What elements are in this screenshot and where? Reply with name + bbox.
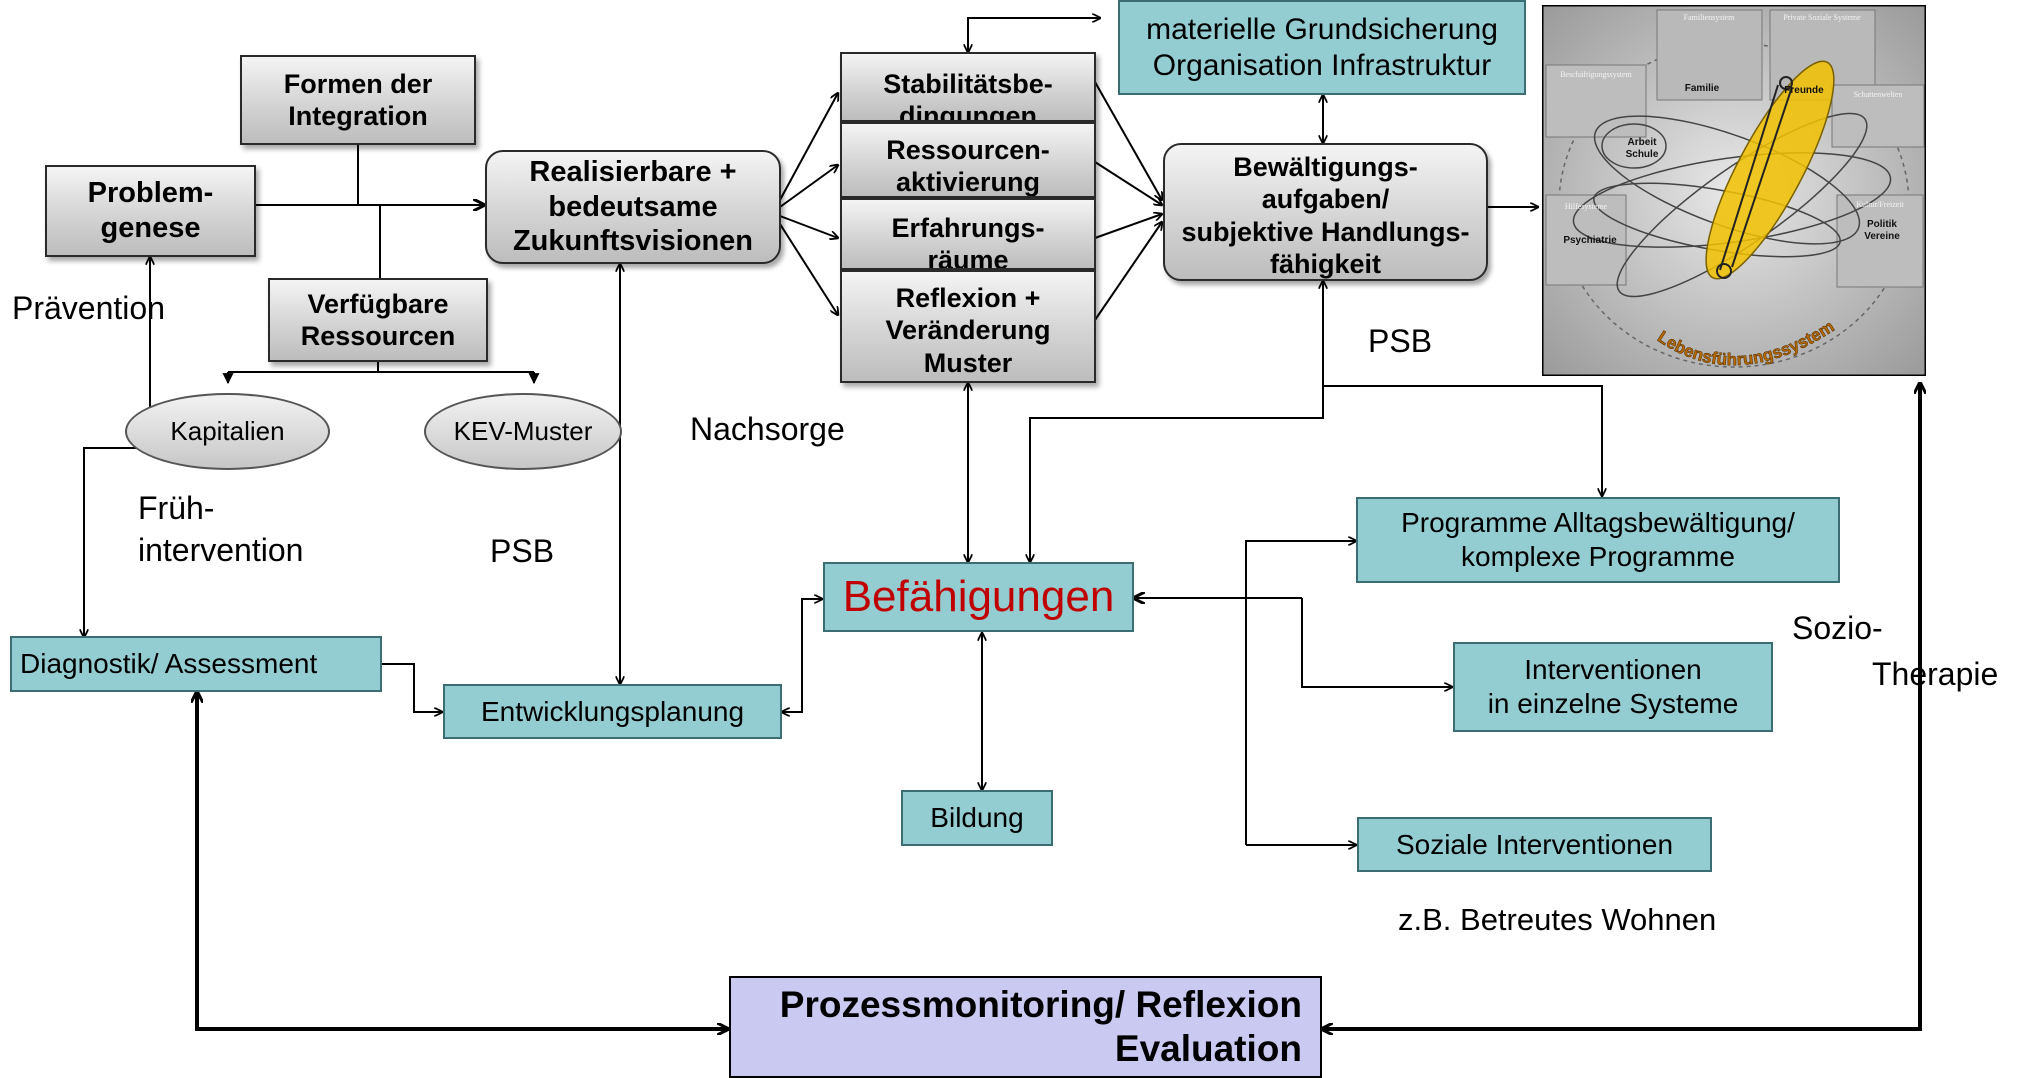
- connector-fan-4: [779, 223, 838, 315]
- reflexion-veraenderung-box: Reflexion + Veränderung Muster: [840, 270, 1096, 383]
- connector-stabilitaet-materiell: [968, 18, 1100, 52]
- entwicklungsplanung-box: Entwicklungsplanung: [443, 684, 782, 739]
- connector-to-programme: [1245, 541, 1356, 845]
- vereine-label: Vereine: [1864, 231, 1900, 242]
- familiensystem-label: Familiensystem: [1684, 13, 1735, 22]
- connector-entwicklung-befaehigungen: [782, 599, 822, 712]
- verfuegbare-ressourcen-box: Verfügbare Ressourcen: [268, 278, 488, 362]
- familiensystem-panel: [1656, 9, 1763, 101]
- erfahrungsraeume-box: Erfahrungs- räume: [840, 198, 1096, 270]
- kapitalien-oval: Kapitalien: [125, 393, 330, 470]
- connector-diagnostik-prozess: [197, 692, 728, 1029]
- kultur-freizeit-label: Kultur/Freizeit: [1856, 200, 1904, 209]
- connector-bewaeltigung-programme: [1323, 385, 1602, 496]
- connector-fan-3: [779, 215, 838, 238]
- freunde-label: Freunde: [1784, 85, 1824, 96]
- beschaeftigungssystem-label: Beschäftigungssystem: [1560, 70, 1632, 79]
- praevention-label: Prävention: [12, 290, 165, 326]
- lebensfuehrungssystem-image: Familiensystem Private Soziale Systeme B…: [1542, 5, 1926, 376]
- hilfesysteme-label: Hilfesysteme: [1565, 202, 1608, 211]
- schule-label: Schule: [1626, 149, 1659, 160]
- problemgenese-box: Problem- genese: [45, 165, 256, 257]
- kultur-freizeit-panel: [1836, 194, 1924, 288]
- formen-der-integration-box: Formen der Integration: [240, 55, 476, 145]
- connector-diagnostik-entwicklung: [382, 663, 442, 712]
- materielle-grundsicherung-box: materielle Grundsicherung Organisation I…: [1118, 0, 1526, 95]
- interventionen-systeme-box: Interventionen in einzelne Systeme: [1453, 642, 1773, 732]
- connector-fan-2: [779, 165, 838, 208]
- connector-in-3: [1094, 214, 1162, 239]
- schattenwelten-label: Schattenwelten: [1854, 90, 1903, 99]
- familie-label: Familie: [1685, 83, 1720, 94]
- connector-prozess-soziotherapie: [1322, 383, 1920, 1029]
- bewaeltigungsaufgaben-box: Bewältigungs- aufgaben/ subjektive Handl…: [1163, 143, 1488, 281]
- soziale-interventionen-box: Soziale Interventionen: [1357, 817, 1712, 872]
- bildung-box: Bildung: [901, 790, 1053, 846]
- arbeit-label: Arbeit: [1628, 137, 1658, 148]
- beschaeftigungssystem-panel: [1545, 64, 1647, 138]
- connector-in-2: [1094, 161, 1162, 205]
- connector-in-4: [1094, 222, 1162, 321]
- realisierbare-zukunftsvisionen-box: Realisierbare + bedeutsame Zukunftsvisio…: [485, 150, 781, 264]
- kev-muster-oval: KEV-Muster: [424, 393, 622, 470]
- therapie-label: Therapie: [1872, 656, 1999, 692]
- hilfesysteme-panel: [1545, 194, 1627, 286]
- connector-bewaeltigung-befaehigungen: [1030, 281, 1323, 562]
- psb-right-label: PSB: [1368, 323, 1433, 359]
- diagnostik-assessment-box: Diagnostik/ Assessment: [10, 636, 382, 692]
- ressourcenaktivierung-box: Ressourcen- aktivierung: [840, 122, 1096, 198]
- prozessmonitoring-evaluation-box: Prozessmonitoring/ Reflexion Evaluation: [729, 976, 1322, 1078]
- nachsorge-label: Nachsorge: [690, 411, 845, 447]
- connector-in-1: [1094, 81, 1162, 200]
- programme-alltagsbewaeltigung-box: Programme Alltagsbewältigung/ komplexe P…: [1356, 497, 1840, 583]
- betreutes-wohnen-label: z.B. Betreutes Wohnen: [1398, 902, 1717, 937]
- lebensbild-highlight: [1705, 60, 1835, 280]
- private-soziale-systeme-label: Private Soziale Systeme: [1783, 13, 1861, 22]
- psychiatrie-label: Psychiatrie: [1563, 235, 1617, 246]
- psb-left-label: PSB: [490, 533, 555, 569]
- connector-kapitalien-problem: [150, 257, 176, 421]
- sozio-label: Sozio-: [1792, 610, 1883, 646]
- politik-label: Politik: [1867, 219, 1897, 230]
- fruehintervention-label: Früh- intervention: [138, 490, 304, 568]
- connector-to-interventionen: [1301, 598, 1452, 687]
- connector-fan-1: [779, 93, 838, 201]
- befaehigungen-box: Befähigungen: [823, 562, 1134, 632]
- schattenwelten-panel: [1831, 84, 1925, 148]
- stabilitaetsbedingungen-box: Stabilitätsbe- dingungen: [840, 52, 1096, 122]
